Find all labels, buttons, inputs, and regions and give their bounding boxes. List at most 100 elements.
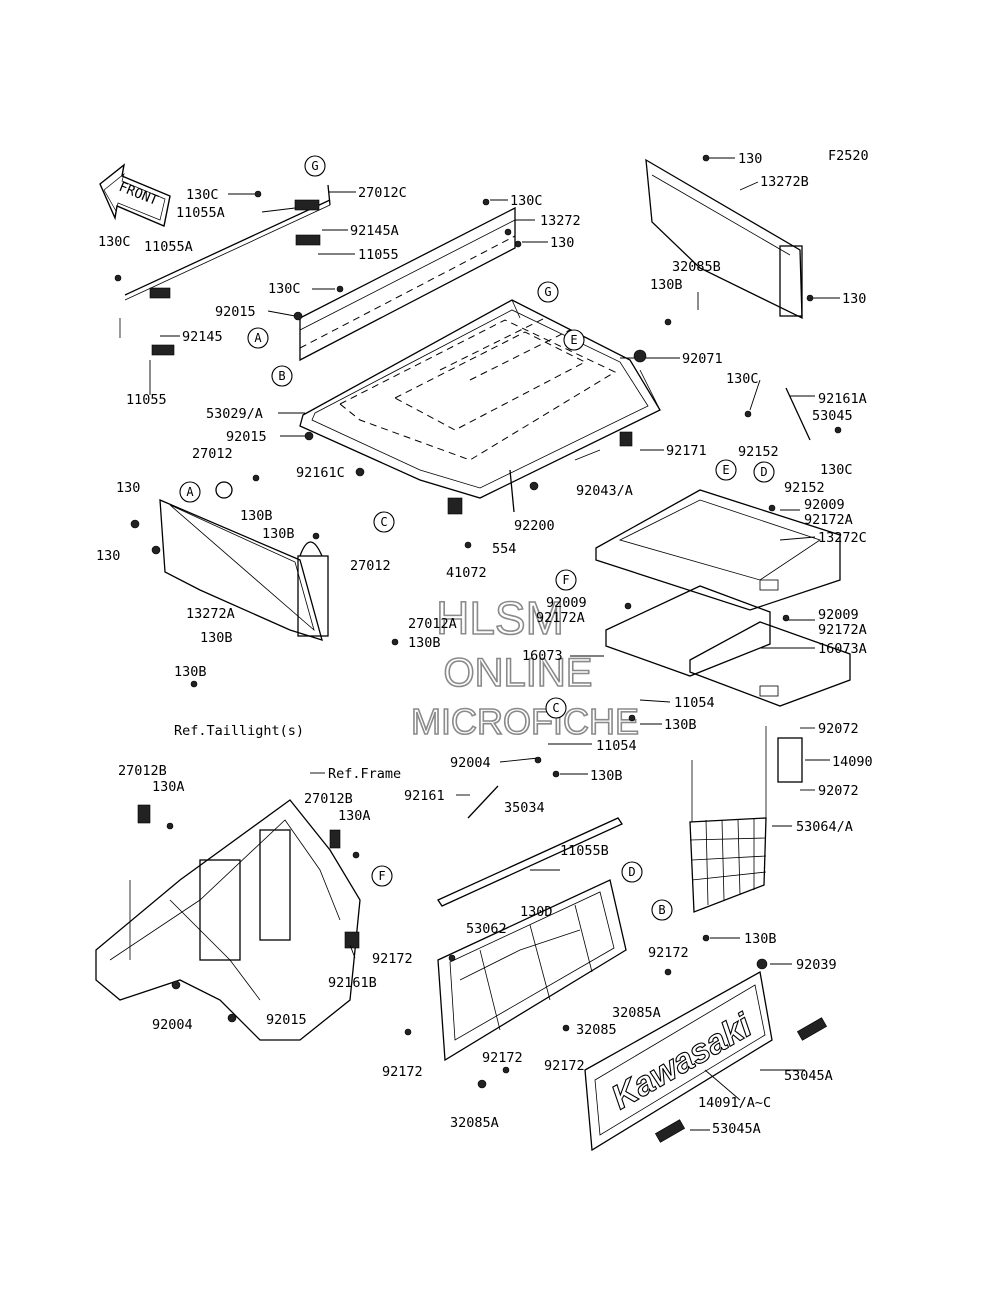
label-130C-top: 130C [186, 187, 219, 203]
label-11055B: 11055B [560, 843, 609, 859]
label-92043A: 92043/A [576, 483, 633, 499]
label-92171: 92171 [666, 443, 707, 459]
label-92161C: 92161C [296, 465, 345, 481]
label-32085A-b: 32085A [450, 1115, 499, 1131]
label-92172A-c: 92172A [818, 622, 867, 638]
label-53062: 53062 [466, 921, 507, 937]
strip-35034 [437, 817, 623, 907]
label-16073: 16073 [522, 648, 563, 664]
label-92152-a: 92152 [738, 444, 779, 460]
cable-rod [119, 184, 331, 356]
label-130B-c: 130B [408, 635, 441, 651]
label-16073A: 16073A [818, 641, 867, 657]
label-92172-b: 92172 [648, 945, 689, 961]
callout-f-2: F [378, 869, 385, 883]
callout-c-2: C [552, 701, 559, 715]
label-11055-b: 11055 [126, 392, 167, 408]
callout-g-2: G [544, 285, 551, 299]
label-13272B: 13272B [760, 174, 809, 190]
callout-g-1: G [311, 159, 318, 173]
label-130C-13272: 130C [510, 193, 543, 209]
label-130A-b: 130A [338, 808, 371, 824]
label-92145: 92145 [182, 329, 223, 345]
label-92039: 92039 [796, 957, 837, 973]
label-14091: 14091/A~C [698, 1095, 771, 1111]
label-27012B-b: 27012B [304, 791, 353, 807]
label-92152-b: 92152 [784, 480, 825, 496]
label-92161: 92161 [404, 788, 445, 804]
callout-a-1: A [254, 331, 262, 345]
label-32085: 32085 [576, 1022, 617, 1038]
label-53064A: 53064/A [796, 819, 853, 835]
label-32085A-a: 32085A [612, 1005, 661, 1021]
watermark-line2: ONLINE [444, 651, 593, 695]
label-130B-e: 130B [174, 664, 207, 680]
label-53045A-b: 53045A [712, 1121, 761, 1137]
tailgate-14091: Kawasaki [584, 970, 828, 1152]
callout-f-1: F [562, 573, 569, 587]
label-13272C: 13272C [818, 530, 867, 546]
label-130C-r2: 130C [820, 462, 853, 478]
label-92145A: 92145A [350, 223, 399, 239]
label-27012-a: 27012 [192, 446, 233, 462]
label-130B-i: 130B [744, 931, 777, 947]
label-32085B: 32085B [672, 259, 721, 275]
label-130B-a: 130B [240, 508, 273, 524]
label-11054-b: 11054 [596, 738, 637, 754]
front-arrow-icon: FRONT [99, 163, 171, 227]
label-ref-frame: Ref.Frame [328, 766, 401, 782]
label-13272: 13272 [540, 213, 581, 229]
label-130C-left: 130C [98, 234, 131, 250]
part-labels: 130C 11055A 27012C 130C 11055A 92145A 11… [96, 151, 873, 1137]
label-92172A-a: 92172A [804, 512, 853, 528]
label-130B-g: 130B [664, 717, 697, 733]
label-ref-taillight: Ref.Taillight(s) [174, 723, 304, 739]
label-27012C: 27012C [358, 185, 407, 201]
label-92200: 92200 [514, 518, 555, 534]
tailgate-frame-53062 [437, 879, 627, 1062]
label-92009-b: 92009 [546, 595, 587, 611]
label-92004-b: 92004 [152, 1017, 193, 1033]
label-35034: 35034 [504, 800, 545, 816]
label-11055A-top: 11055A [176, 205, 225, 221]
fasteners [114, 154, 842, 1089]
cargo-bed [299, 299, 661, 515]
floor-mats [595, 489, 851, 707]
label-130-a: 130 [550, 235, 574, 251]
label-130B-h: 130B [590, 768, 623, 784]
label-92172A-b: 92172A [536, 610, 585, 626]
label-92072-a: 92072 [818, 721, 859, 737]
label-130-top: 130 [738, 151, 762, 167]
callout-d-2: D [628, 865, 635, 879]
callout-d-1: D [760, 465, 767, 479]
label-130-c: 130 [96, 548, 120, 564]
label-11054-a: 11054 [674, 695, 715, 711]
watermark-line1: HLSM [436, 592, 564, 644]
label-14090: 14090 [832, 754, 873, 770]
vehicle-frame [95, 799, 361, 1041]
cargo-net-53064 [689, 726, 803, 913]
callout-b-2: B [658, 903, 665, 917]
label-130C-r: 130C [726, 371, 759, 387]
label-92172-e: 92172 [544, 1058, 585, 1074]
callout-b-1: B [278, 369, 285, 383]
label-130B-b: 130B [262, 526, 295, 542]
callouts: G G A B E A C E D F C F D B [179, 155, 775, 921]
label-11055-a: 11055 [358, 247, 399, 263]
label-130-b: 130 [116, 480, 140, 496]
label-53029A: 53029/A [206, 406, 263, 422]
label-27012B-a: 27012B [118, 763, 167, 779]
callout-e-1: E [570, 333, 577, 347]
label-92172-c: 92172 [382, 1064, 423, 1080]
watermark-line3: MICROFICHE [411, 701, 639, 742]
label-92015-c: 92015 [266, 1012, 307, 1028]
label-130B-f: 130B [650, 277, 683, 293]
label-92015-a: 92015 [215, 304, 256, 320]
label-92161A: 92161A [818, 391, 867, 407]
label-92009-c: 92009 [818, 607, 859, 623]
label-92172-a: 92172 [372, 951, 413, 967]
callout-c-1: C [380, 515, 387, 529]
label-11055A-left: 11055A [144, 239, 193, 255]
leader-lines [149, 157, 840, 1131]
